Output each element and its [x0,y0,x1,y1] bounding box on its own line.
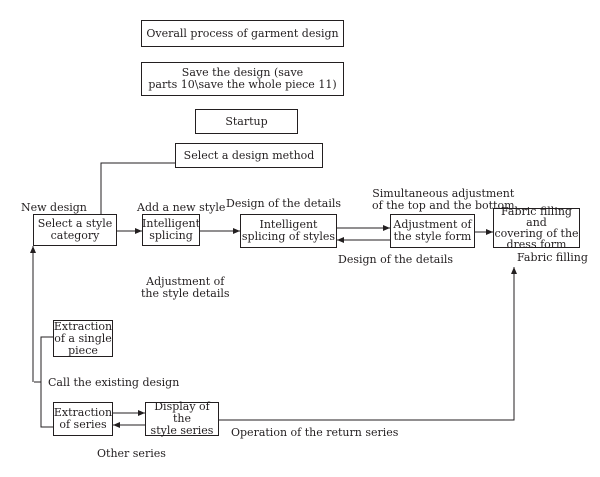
box-startup: Startup [195,109,298,134]
label-other-series: Other series [97,447,166,460]
select-style-category-text: Select a style category [37,217,113,242]
box-adjustment-style-form: Adjustment of the style form [390,214,475,248]
box-overall-process: Overall process of garment design [141,20,344,47]
box-save-design: Save the design (save parts 10\save the … [141,62,344,96]
extraction-single-piece-text: Extraction of a single piece [53,319,113,357]
box-display-style-series: Display of the style series [145,400,219,437]
select-method-text: Select a design method [183,148,315,162]
label-simultaneous-adjustment: Simultaneous adjustment of the top and t… [372,187,515,212]
box-select-style-category: Select a style category [33,214,117,246]
label-operation-return-series: Operation of the return series [231,426,399,439]
box-fabric-filling-covering: Fabric filling and covering of the dress… [493,205,580,251]
intelligent-splicing-text: Intelligent splicing [142,217,200,242]
startup-text: Startup [225,114,268,128]
fabric-filling-covering-text: Fabric filling and covering of the dress… [494,205,579,251]
label-add-new-style: Add a new style [137,201,226,214]
arrow-return-series [219,267,517,421]
box-extraction-single-piece: Extraction of a single piece [53,320,113,357]
overall-process-text: Overall process of garment design [146,26,339,40]
display-style-series-text: Display of the style series [150,400,214,437]
connector-method-to-category [100,162,175,214]
adjustment-style-form-text: Adjustment of the style form [393,218,472,243]
label-design-details-top: Design of the details [226,197,342,210]
extraction-series-text: Extraction of series [53,406,113,431]
label-call-existing-design: Call the existing design [48,376,180,389]
box-intelligent-splicing: Intelligent splicing [142,214,200,246]
label-new-design: New design [21,201,87,214]
save-design-text: Save the design (save parts 10\save the … [148,66,337,91]
box-extraction-series: Extraction of series [53,402,113,436]
box-intelligent-splicing-styles: Intelligent splicing of styles [240,214,337,248]
label-design-details-bottom: Design of the details [338,253,454,266]
label-adjustment-style-details: Adjustment of the style details [141,275,230,300]
box-select-method: Select a design method [175,143,323,168]
label-fabric-filling: Fabric filling [517,251,588,264]
intelligent-splicing-styles-text: Intelligent splicing of styles [241,218,336,243]
